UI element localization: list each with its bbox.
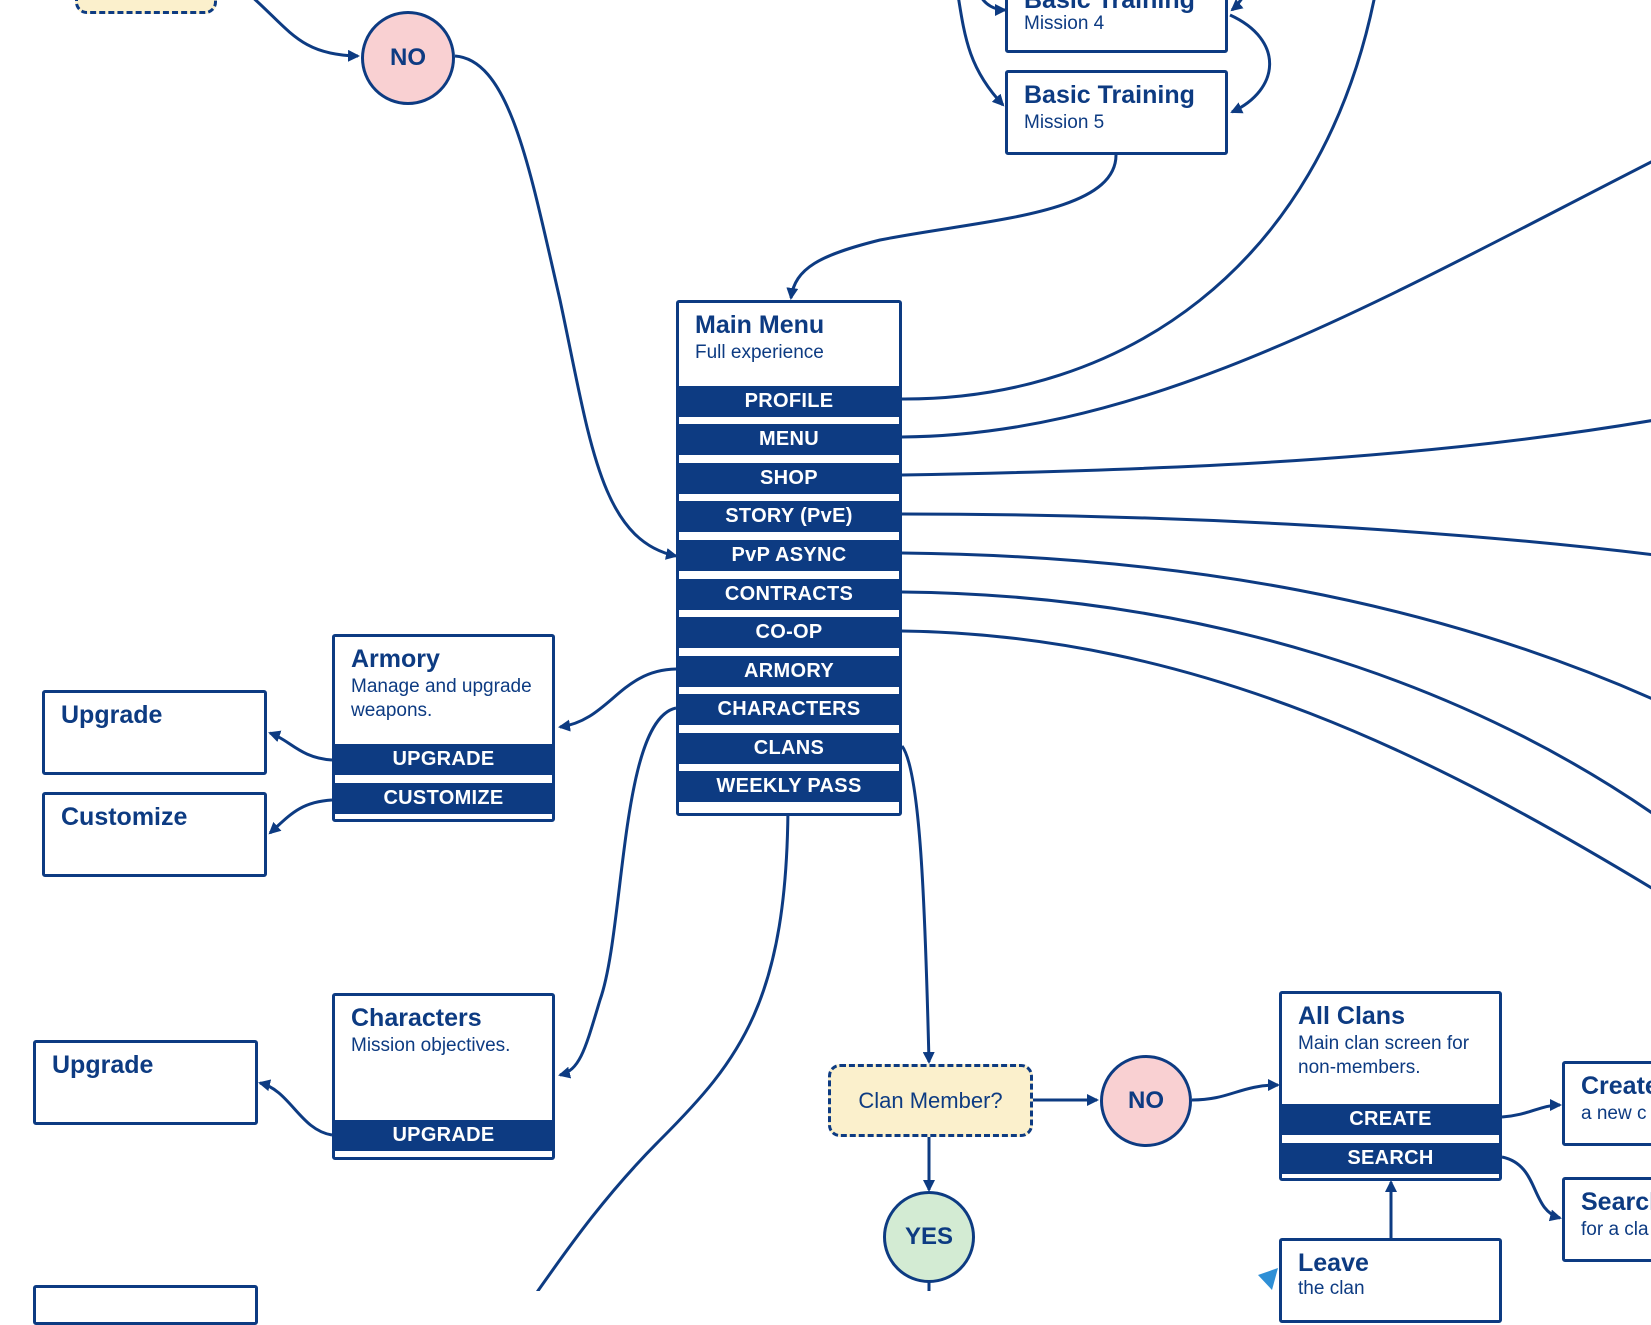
node-title: All Clans xyxy=(1298,1002,1405,1030)
clan-member-decision: Clan Member? xyxy=(828,1064,1033,1137)
partial-box-bottom-left xyxy=(33,1285,258,1325)
node-subtitle: the clan xyxy=(1298,1278,1365,1299)
node-subtitle: Mission objectives. xyxy=(351,1035,511,1056)
menu-item-armory[interactable]: ARMORY xyxy=(679,656,899,687)
node-subtitle: Full experience xyxy=(695,342,824,363)
node-title: Upgrade xyxy=(61,701,163,729)
all-clans-item-create[interactable]: CREATE xyxy=(1282,1104,1499,1135)
no-circle-clan: NO xyxy=(1100,1055,1192,1147)
edge-create xyxy=(1501,1099,1562,1119)
edge-menu xyxy=(901,160,1651,439)
edge-story xyxy=(901,512,1651,557)
node-title: Upgrade xyxy=(52,1051,154,1079)
edge-pvp xyxy=(901,551,1651,700)
edge-coop xyxy=(901,629,1651,890)
edge-to-armory xyxy=(558,667,677,732)
yes-label: YES xyxy=(904,1223,954,1250)
node-subtitle: Mission 4 xyxy=(1024,13,1105,34)
edge-to-characters xyxy=(558,706,677,1079)
edge-armory-customize xyxy=(268,798,333,835)
menu-item-pvp-async[interactable]: PvP ASYNC xyxy=(679,540,899,571)
menu-item-story[interactable]: STORY (PvE) xyxy=(679,501,899,532)
menu-item-shop[interactable]: SHOP xyxy=(679,463,899,494)
edge-loop-right xyxy=(1229,13,1271,114)
menu-item-clans[interactable]: CLANS xyxy=(679,733,899,764)
no-label: NO xyxy=(390,44,426,71)
node-subtitle-line-2: weapons. xyxy=(351,700,433,721)
characters-upgrade-node[interactable]: Upgrade xyxy=(33,1040,258,1125)
node-title: Leave xyxy=(1298,1249,1369,1277)
node-title: Basic Training xyxy=(1024,81,1195,109)
armory-item-upgrade[interactable]: UPGRADE xyxy=(335,744,552,775)
menu-item-profile[interactable]: PROFILE xyxy=(679,386,899,417)
edge-weekly-pass xyxy=(536,799,790,1291)
edge-decision-to-no xyxy=(253,0,360,62)
node-title: Create xyxy=(1581,1072,1651,1100)
menu-item-characters[interactable]: CHARACTERS xyxy=(679,694,899,725)
connector-lines xyxy=(253,0,1651,1291)
node-subtitle-line-2: non-members. xyxy=(1298,1057,1421,1078)
edge-bt5-to-main xyxy=(786,154,1118,300)
no-label: NO xyxy=(1128,1087,1164,1114)
blue-accent-arrow xyxy=(1258,1268,1278,1290)
node-title: Customize xyxy=(61,803,188,831)
menu-item-menu[interactable]: MENU xyxy=(679,424,899,455)
node-subtitle-line-1: Manage and upgrade xyxy=(351,676,532,697)
armory-item-customize[interactable]: CUSTOMIZE xyxy=(335,783,552,814)
edge-search xyxy=(1501,1155,1562,1222)
decision-box-partial xyxy=(75,0,217,14)
characters-item-upgrade[interactable]: UPGRADE xyxy=(335,1120,552,1151)
search-clan-node[interactable]: Search for a cla xyxy=(1562,1177,1651,1262)
edge-contracts xyxy=(901,590,1651,815)
armory-customize-node[interactable]: Customize xyxy=(42,792,267,877)
menu-item-co-op[interactable]: CO-OP xyxy=(679,617,899,648)
menu-item-contracts[interactable]: CONTRACTS xyxy=(679,579,899,610)
node-title: Main Menu xyxy=(695,311,825,339)
node-subtitle: for a cla xyxy=(1581,1219,1649,1240)
node-subtitle: a new c xyxy=(1581,1103,1647,1124)
decision-label: Clan Member? xyxy=(858,1088,1003,1113)
create-clan-node[interactable]: Create a new c xyxy=(1562,1061,1651,1146)
all-clans-item-search[interactable]: SEARCH xyxy=(1282,1143,1499,1174)
node-title: Characters xyxy=(351,1004,482,1032)
edge-loop-left-2 xyxy=(981,0,1007,16)
edge-armory-upgrade xyxy=(268,730,333,762)
edge-profile xyxy=(901,0,1376,401)
main-menu-node[interactable]: Main Menu Full experience PROFILE MENU S… xyxy=(676,300,902,816)
node-title: Basic Training xyxy=(1024,0,1195,14)
edge-no-to-allclans xyxy=(1191,1079,1280,1102)
yes-circle-clan: YES xyxy=(883,1191,975,1283)
edge-clans-to-decision xyxy=(900,745,935,1064)
node-title: Armory xyxy=(351,645,440,673)
basic-training-mission-4[interactable]: Basic Training Mission 4 xyxy=(1005,0,1228,53)
node-subtitle: Mission 5 xyxy=(1024,112,1105,133)
node-title: Search xyxy=(1581,1188,1651,1216)
armory-upgrade-node[interactable]: Upgrade xyxy=(42,690,267,775)
leave-clan-node[interactable]: Leave the clan xyxy=(1279,1238,1502,1323)
no-circle-top: NO xyxy=(361,11,455,105)
node-subtitle-line-1: Main clan screen for xyxy=(1298,1033,1470,1054)
armory-node[interactable]: Armory Manage and upgrade weapons. UPGRA… xyxy=(332,634,555,822)
edge-loop-left xyxy=(957,0,1005,107)
basic-training-mission-5[interactable]: Basic Training Mission 5 xyxy=(1005,70,1228,155)
edge-loop-right-2 xyxy=(1230,0,1244,12)
edge-no-to-main xyxy=(454,54,678,560)
menu-item-weekly-pass[interactable]: WEEKLY PASS xyxy=(679,771,899,802)
all-clans-node[interactable]: All Clans Main clan screen for non-membe… xyxy=(1279,991,1502,1181)
characters-node[interactable]: Characters Mission objectives. UPGRADE xyxy=(332,993,555,1160)
edge-characters-upgrade xyxy=(258,1079,333,1137)
edge-shop xyxy=(901,419,1651,477)
